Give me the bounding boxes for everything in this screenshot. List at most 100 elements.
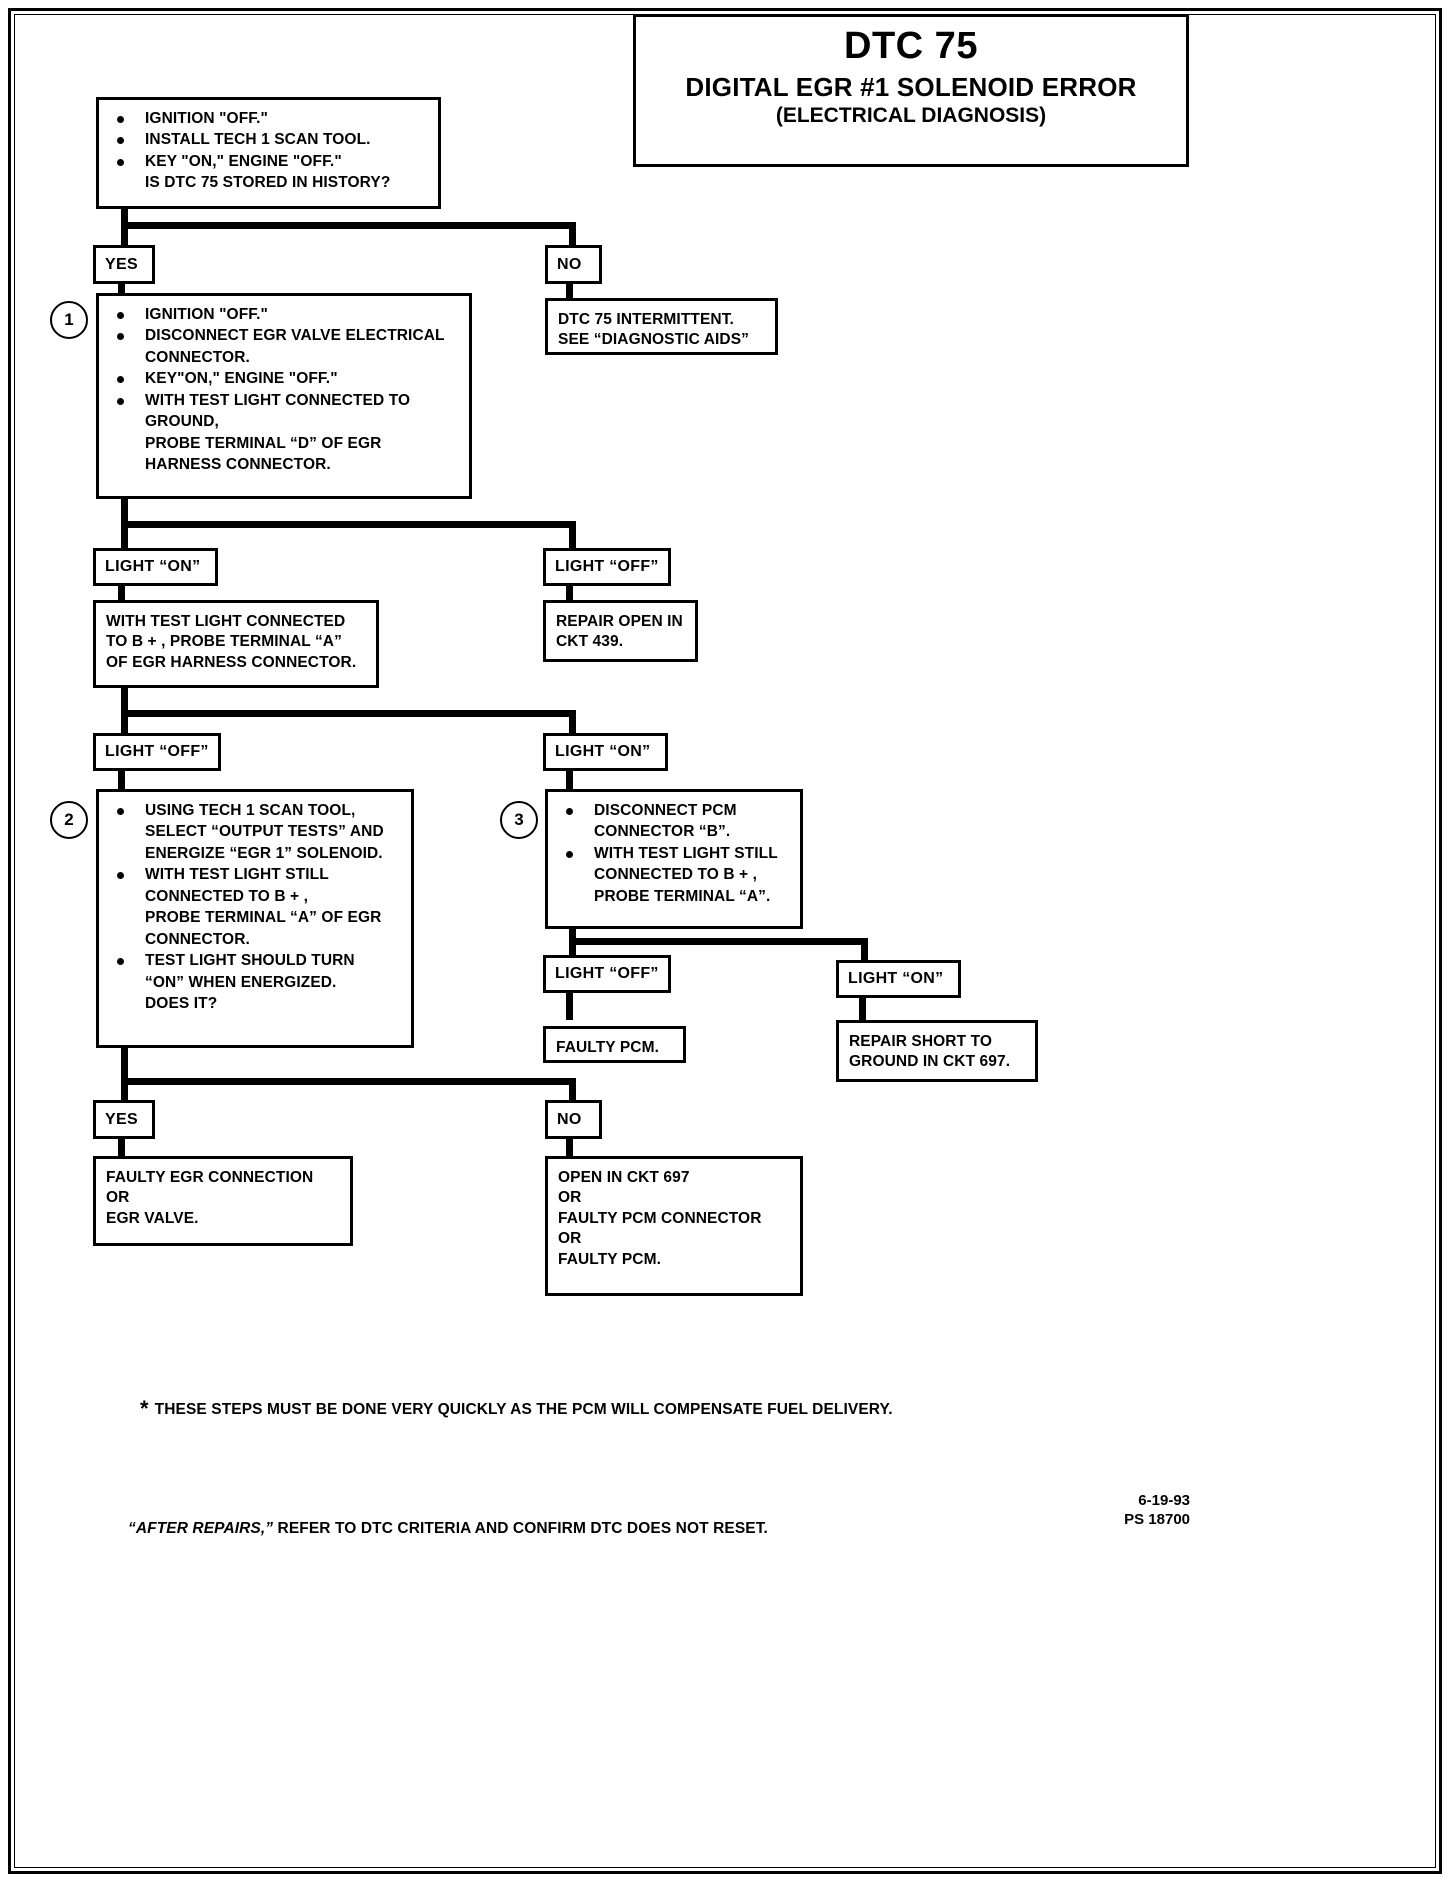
connector-to-lighton-2 [569,710,576,738]
step1-bullet-4: WITH TEST LIGHT CONNECTED TO [109,391,459,411]
repair-439-line-2: CKT 439. [556,633,624,651]
probe-terminal-a-box: WITH TEST LIGHT CONNECTED TO B + , PROBE… [93,600,379,688]
after-repairs-rest: REFER TO DTC CRITERIA AND CONFIRM DTC DO… [273,1520,768,1537]
faulty-pcm-text: FAULTY PCM. [556,1039,660,1056]
step2-bullet-3-cont-a: “ON” WHEN ENERGIZED. [145,973,337,991]
open-ckt-697-box: OPEN IN CKT 697 OR FAULTY PCM CONNECTOR … [545,1156,803,1296]
connector-start-down [121,209,128,259]
connector-step2-split [121,1078,576,1085]
label-light-off-2: LIGHT “OFF” [93,733,221,771]
step1-bullet-4-cont-b: PROBE TERMINAL “D” OF EGR [145,434,382,452]
step2-bullet-3-cont-b: DOES IT? [145,995,218,1013]
faulty-egr-box: FAULTY EGR CONNECTION OR EGR VALVE. [93,1156,353,1246]
probe-a-line-2: TO B + , PROBE TERMINAL “A” [106,633,342,651]
repair-697-line-2: GROUND IN CKT 697. [849,1053,1011,1071]
step3-bullet-1: DISCONNECT PCM [558,801,790,821]
start-bullet-3: KEY "ON," ENGINE "OFF." [109,152,428,172]
probe-a-line-3: OF EGR HARNESS CONNECTOR. [106,653,357,671]
label-light-on-3: LIGHT “ON” [836,960,961,998]
stamp-date: 6-19-93 [1138,1492,1190,1509]
connector-yes1-down [118,284,125,294]
dtc-title: DIGITAL EGR #1 SOLENOID ERROR [685,72,1137,102]
step2-bullet-1-cont-a: SELECT “OUTPUT TESTS” AND [145,823,384,841]
document-stamp: 6-19-93 PS 18700 [1010,1492,1190,1530]
connector-lighton1-down [118,586,125,602]
connector-yes2-down [118,1139,125,1160]
step2-bullet-1-cont-b: ENERGIZE “EGR 1” SOLENOID. [145,844,383,862]
step2-bullet-2-cont-a: CONNECTED TO B + , [145,887,308,905]
footnote-quick-steps: * THESE STEPS MUST BE DONE VERY QUICKLY A… [140,1396,1270,1422]
label-no-1: NO [545,245,602,284]
faulty-egr-line-2: OR [106,1189,130,1207]
connector-step3-down [569,929,576,969]
step2-bullet-2-cont-c: CONNECTOR. [145,930,250,948]
step3-bullet-2-cont-a: CONNECTED TO B + , [594,866,757,884]
stamp-part-number: PS 18700 [1124,1510,1190,1528]
step1-bullet-2: DISCONNECT EGR VALVE ELECTRICAL [109,326,459,346]
open-697-line-2: OR [558,1189,582,1207]
connector-to-no-2 [569,1078,576,1105]
title-block: DTC 75 DIGITAL EGR #1 SOLENOID ERROR (EL… [633,14,1189,167]
after-repairs-note: “AFTER REPAIRS,” REFER TO DTC CRITERIA A… [128,1520,1128,1538]
asterisk-icon: * [140,1396,149,1421]
step2-bullet-2-cont-b: PROBE TERMINAL “A” OF EGR [145,909,382,927]
open-697-line-1: OPEN IN CKT 697 [558,1169,690,1186]
step-marker-3: 3 [500,801,538,839]
step2-bullet-3: TEST LIGHT SHOULD TURN [109,951,401,971]
label-light-on-1: LIGHT “ON” [93,548,218,586]
open-697-line-3: FAULTY PCM CONNECTOR [558,1209,762,1227]
connector-no2-down [566,1139,573,1160]
step1-bullet-4-cont-c: HARNESS CONNECTOR. [145,456,331,474]
connector-to-no-1 [569,222,576,259]
step1-bullet-3: KEY"ON," ENGINE "OFF." [109,369,459,389]
start-box: IGNITION "OFF." INSTALL TECH 1 SCAN TOOL… [96,97,441,209]
start-bullet-2: INSTALL TECH 1 SCAN TOOL. [109,130,428,150]
label-yes-2: YES [93,1100,155,1139]
step2-bullet-1: USING TECH 1 SCAN TOOL, [109,801,401,821]
step1-box: IGNITION "OFF." DISCONNECT EGR VALVE ELE… [96,293,472,499]
repair-short-697-box: REPAIR SHORT TO GROUND IN CKT 697. [836,1020,1038,1082]
footnote-text: THESE STEPS MUST BE DONE VERY QUICKLY AS… [154,1401,893,1418]
step3-bullet-2: WITH TEST LIGHT STILL [558,844,790,864]
repair-open-439-box: REPAIR OPEN IN CKT 439. [543,600,698,662]
after-repairs-quoted: “AFTER REPAIRS,” [128,1520,274,1537]
connector-lightoff1-down [566,586,573,602]
step2-box: USING TECH 1 SCAN TOOL, SELECT “OUTPUT T… [96,789,414,1048]
connector-lightoff3-down [566,993,573,1020]
open-697-line-4: OR [558,1230,582,1248]
page-outer-border [8,8,1442,1874]
intermittent-line-2: SEE “DIAGNOSTIC AIDS” [558,331,749,349]
connector-to-lighton-3 [861,938,868,965]
connector-step3-split [569,938,868,945]
connector-start-split [121,222,576,229]
step-marker-2: 2 [50,801,88,839]
start-bullet-1: IGNITION "OFF." [109,109,428,129]
step-marker-1: 1 [50,301,88,339]
label-yes-1: YES [93,245,155,284]
faulty-egr-line-3: EGR VALVE. [106,1209,199,1227]
probe-a-line-1: WITH TEST LIGHT CONNECTED [106,613,346,630]
connector-lighton2-down [566,771,573,791]
start-question: IS DTC 75 STORED IN HISTORY? [145,174,391,192]
step3-bullet-2-cont-b: PROBE TERMINAL “A”. [594,887,771,905]
step2-bullet-2: WITH TEST LIGHT STILL [109,865,401,885]
connector-step1-split [121,521,576,528]
connector-no1-down [566,284,573,302]
dtc-number: DTC 75 [844,25,978,67]
intermittent-line-1: DTC 75 INTERMITTENT. [558,311,734,328]
label-light-on-2: LIGHT “ON” [543,733,668,771]
repair-697-line-1: REPAIR SHORT TO [849,1033,993,1050]
open-697-line-5: FAULTY PCM. [558,1250,662,1268]
intermittent-box: DTC 75 INTERMITTENT. SEE “DIAGNOSTIC AID… [545,298,778,355]
step1-bullet-2-cont: CONNECTOR. [145,348,250,366]
label-light-off-3: LIGHT “OFF” [543,955,671,993]
step1-bullet-1: IGNITION "OFF." [109,305,459,325]
faulty-pcm-box: FAULTY PCM. [543,1026,686,1063]
connector-lightoff2-down [118,771,125,791]
connector-probea-split [121,710,576,717]
step1-bullet-4-cont-a: GROUND, [145,413,219,431]
label-light-off-1: LIGHT “OFF” [543,548,671,586]
repair-439-line-1: REPAIR OPEN IN [556,613,683,630]
step3-bullet-1-cont: CONNECTOR “B”. [594,823,731,841]
connector-to-lightoff-1 [569,521,576,554]
